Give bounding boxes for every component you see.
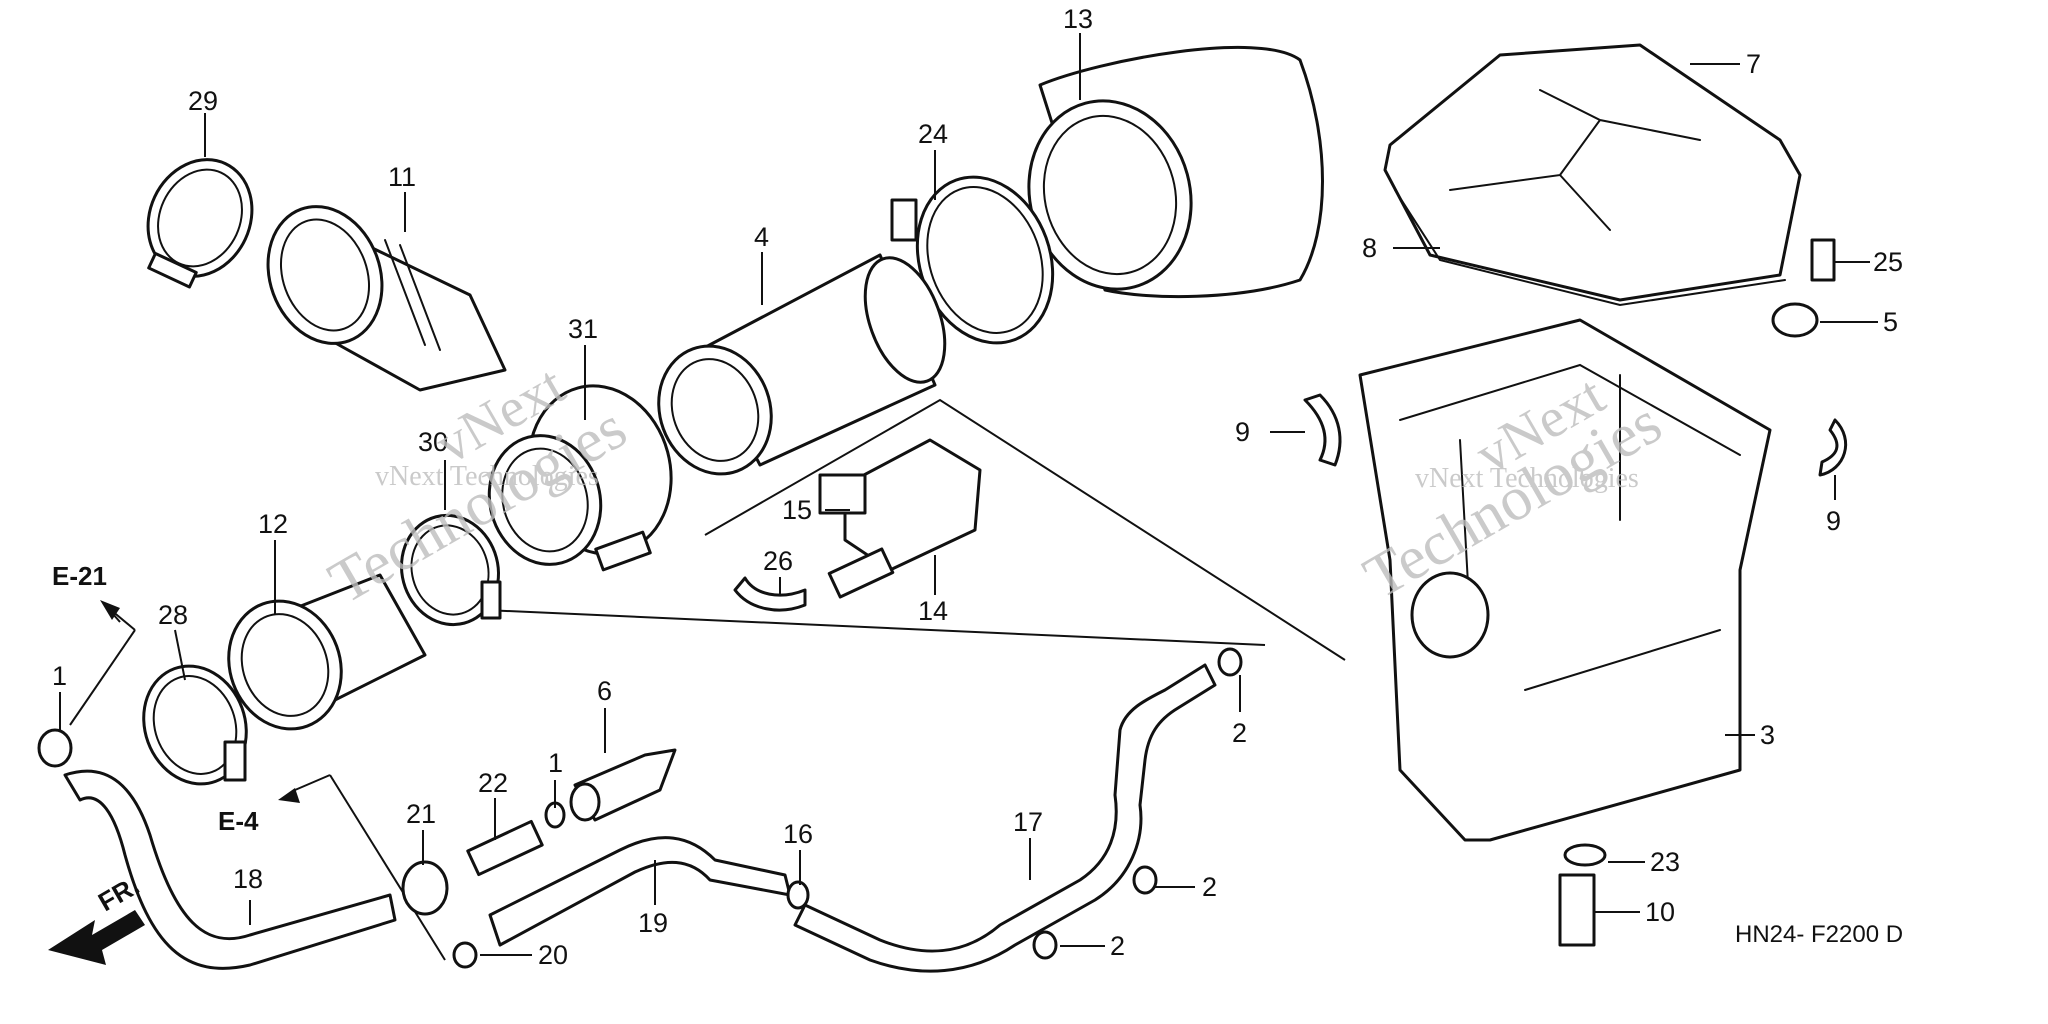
clip-2a xyxy=(1217,647,1243,677)
air-cleaner-case-3 xyxy=(1358,318,1772,842)
plug-25 xyxy=(401,860,449,916)
callout-13: 13 xyxy=(1063,4,1093,34)
callout-28: 28 xyxy=(158,600,188,630)
watermark-right-caption: vNext Technologies xyxy=(1415,463,1639,494)
callout-29: 29 xyxy=(188,86,218,116)
tube-6 xyxy=(569,748,677,822)
clamp-30 xyxy=(399,513,502,627)
callout-1-left: 1 xyxy=(52,661,67,691)
hose-26 xyxy=(733,576,807,612)
reference-e21: E-21 xyxy=(52,561,121,623)
callout-9-left: 9 xyxy=(1235,417,1250,447)
callout-2-mid: 2 xyxy=(1202,872,1217,902)
callout-7: 7 xyxy=(1746,49,1761,79)
callout-23: 25 xyxy=(1873,247,1903,277)
callout-leaders xyxy=(59,33,1878,956)
assembly-lines xyxy=(69,398,1346,961)
joint-31 xyxy=(487,384,673,572)
watermark-left-caption: vNext Technologies xyxy=(375,461,599,492)
callout-21: 23 xyxy=(1650,847,1680,877)
callout-10: 10 xyxy=(1645,897,1675,927)
hose-19 xyxy=(488,836,792,947)
reference-e4-label: E-4 xyxy=(218,806,259,836)
callout-8: 8 xyxy=(1362,233,1377,263)
callout-2-top: 2 xyxy=(1232,718,1247,748)
callout-16: 16 xyxy=(783,819,813,849)
callout-5: 5 xyxy=(1883,307,1898,337)
callout-1-mid: 1 xyxy=(548,748,563,778)
hose-17 xyxy=(793,663,1217,973)
clip-9b xyxy=(1818,418,1848,477)
clip-20 xyxy=(452,941,478,969)
reference-e21-label: E-21 xyxy=(52,561,107,591)
callout-15: 15 xyxy=(782,495,812,525)
bolt-23 xyxy=(1810,238,1836,282)
clip-5 xyxy=(1771,302,1819,338)
reference-e4: E-4 xyxy=(218,774,331,836)
callout-25: 21 xyxy=(406,799,436,829)
callout-2-bottom: 2 xyxy=(1110,931,1125,961)
callout-9-right: 9 xyxy=(1826,506,1841,536)
callout-26: 26 xyxy=(763,546,793,576)
fitting-22 xyxy=(466,819,544,877)
callout-18: 18 xyxy=(233,864,263,894)
diagram-code: HN24- F2200 D xyxy=(1735,921,1903,948)
tube-10 xyxy=(1558,873,1596,947)
callout-20: 20 xyxy=(538,940,568,970)
filter-element-13 xyxy=(1027,45,1324,299)
callout-6: 6 xyxy=(597,676,612,706)
clamp-28 xyxy=(142,664,248,786)
joint-12 xyxy=(227,573,427,731)
clip-1a xyxy=(37,728,73,768)
callout-31: 31 xyxy=(568,314,598,344)
tube-11 xyxy=(266,205,507,392)
callout-30: 30 xyxy=(418,427,448,457)
case-cover-7 xyxy=(1383,43,1802,307)
callout-19: 19 xyxy=(638,908,668,938)
callout-11: 11 xyxy=(388,162,416,192)
callout-22: 22 xyxy=(478,768,508,798)
callout-12: 12 xyxy=(258,509,288,539)
clip-21 xyxy=(1563,843,1607,867)
clip-9a xyxy=(1303,393,1342,467)
clip-16 xyxy=(786,880,810,910)
clip-2b xyxy=(1132,865,1158,895)
callout-24: 24 xyxy=(918,119,948,149)
valve-14 xyxy=(818,438,982,599)
callout-4: 4 xyxy=(754,222,769,252)
clamp-29 xyxy=(146,158,254,289)
hose-18 xyxy=(63,769,397,970)
callout-14: 14 xyxy=(918,596,948,626)
front-arrow: FR. xyxy=(48,870,145,965)
callout-17: 17 xyxy=(1013,807,1043,837)
inner-element-4 xyxy=(657,253,947,476)
callout-3: 3 xyxy=(1760,720,1775,750)
callout-labels: 29 11 13 24 4 31 30 12 28 1 7 8 25 5 9 9… xyxy=(52,4,1903,970)
clip-2c xyxy=(1032,930,1058,960)
